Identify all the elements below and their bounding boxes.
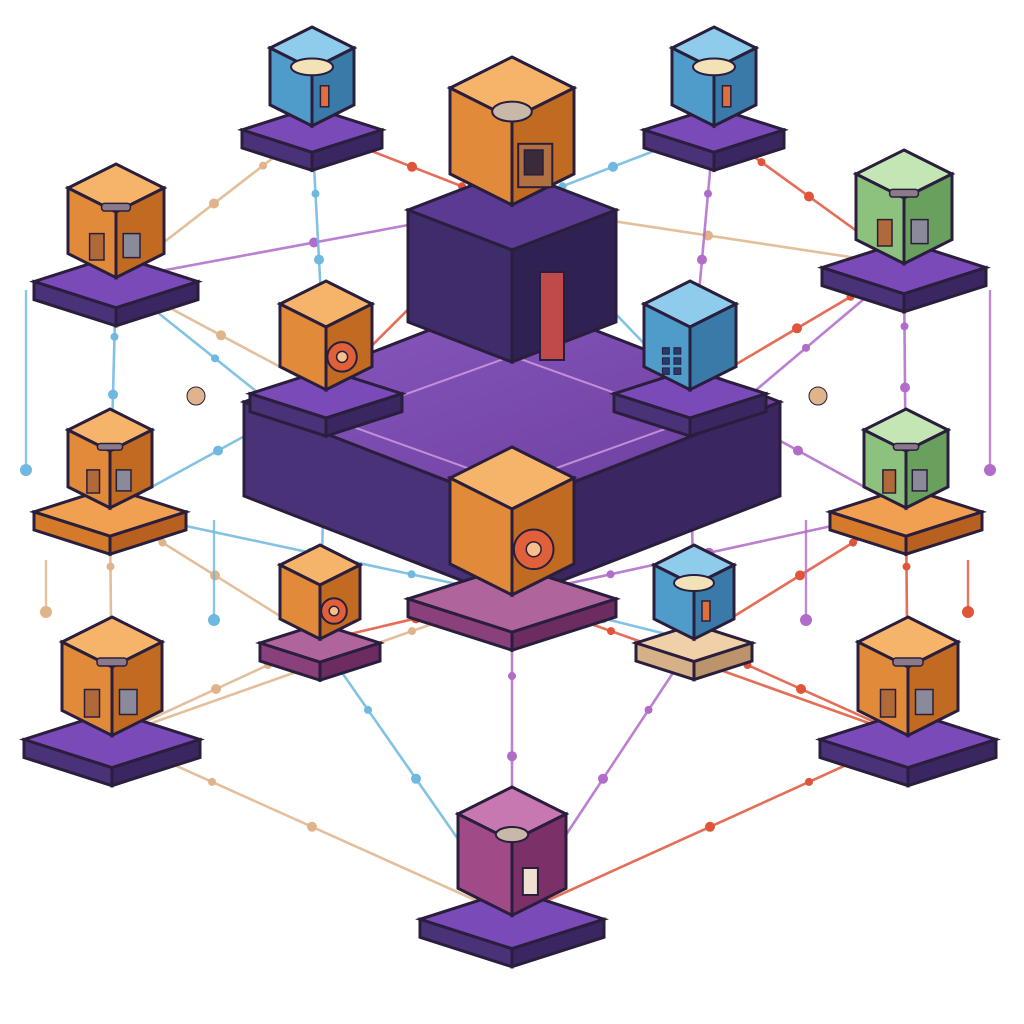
connection-dot: [607, 627, 615, 636]
bottle-icon: [494, 825, 539, 896]
connection-dot: [211, 684, 221, 694]
node-hub-center: [403, 445, 621, 653]
storage-tank-icon: [692, 57, 736, 108]
connection-dot: [106, 562, 115, 571]
node-lower-right: [815, 615, 1001, 788]
node-inner-left: [245, 279, 407, 439]
tools-icon: [879, 657, 934, 718]
nodes: [19, 25, 1001, 969]
connection-dot: [792, 323, 802, 334]
connection-dot: [408, 627, 416, 636]
connection-dot: [216, 330, 226, 341]
node-top-left: [237, 25, 387, 173]
pin-dot: [40, 606, 52, 618]
connection-dot: [307, 821, 317, 832]
connection-dot: [508, 672, 516, 680]
connection-dot: [213, 445, 223, 456]
connection-dot: [793, 445, 803, 456]
connection-dot: [211, 354, 219, 363]
node-upper-left: [29, 162, 203, 328]
connection-dot: [158, 538, 167, 547]
toolbox-icon: [86, 442, 132, 494]
node-mid-right: [825, 407, 987, 557]
toolbox-icon: [882, 442, 928, 494]
node-small-left: [255, 543, 385, 683]
pin-dot: [984, 464, 996, 476]
connection-dot: [208, 777, 216, 786]
node-mid-left: [29, 407, 191, 557]
connection-dot: [705, 821, 715, 832]
junction-dot: [186, 386, 206, 406]
connection-dot: [697, 254, 707, 265]
gear-icon: [326, 341, 358, 373]
node-top-right: [639, 25, 789, 173]
connection-dot: [411, 773, 421, 784]
connection-dot: [407, 161, 417, 172]
pin-dot: [962, 606, 974, 618]
junction-dot: [808, 386, 828, 406]
node-small-right: [631, 543, 757, 682]
connection-dot: [804, 191, 814, 202]
node-bottom: [415, 785, 609, 969]
connection-dot: [796, 684, 806, 694]
machine-icon: [876, 188, 929, 247]
storage-tank-icon: [290, 57, 334, 108]
server-equipment-icon: [491, 100, 554, 189]
control-panel-icon: [661, 347, 682, 375]
connection-dot: [849, 538, 857, 547]
connection-dot: [608, 161, 618, 172]
connection-dot: [507, 751, 517, 762]
connection-dot: [606, 570, 615, 579]
connection-dot: [902, 562, 911, 571]
connection-dot: [108, 389, 118, 400]
hub-tower: [403, 168, 621, 365]
node-hub-top: [446, 55, 578, 208]
connection-dot: [598, 773, 608, 784]
connection-dot: [704, 189, 712, 198]
node-upper-right: [817, 148, 991, 314]
pin-dot: [208, 614, 220, 626]
connection-dot: [802, 343, 810, 352]
machine-icon: [88, 202, 141, 261]
gear-icon: [512, 528, 555, 571]
connection-dot: [314, 254, 324, 265]
connection-dot: [757, 158, 766, 167]
connection-dot: [364, 705, 372, 714]
storage-tank-icon: [673, 574, 715, 622]
connection-dot: [209, 198, 219, 209]
connection-dot: [900, 322, 909, 331]
connection-dot: [110, 332, 119, 341]
connection-dot: [309, 237, 319, 248]
connection-dot: [644, 705, 653, 714]
node-inner-right: [609, 279, 771, 439]
connection-dot: [259, 161, 267, 170]
pin-dot: [800, 614, 812, 626]
connection-dot: [805, 777, 813, 786]
gear-icon: [320, 597, 348, 625]
connection-dot: [407, 570, 416, 579]
connection-dot: [795, 570, 805, 581]
connection-dot: [900, 382, 910, 393]
pin-dot: [20, 464, 32, 476]
tools-icon: [83, 657, 138, 718]
node-lower-left: [19, 615, 205, 788]
connection-dot: [311, 189, 320, 198]
